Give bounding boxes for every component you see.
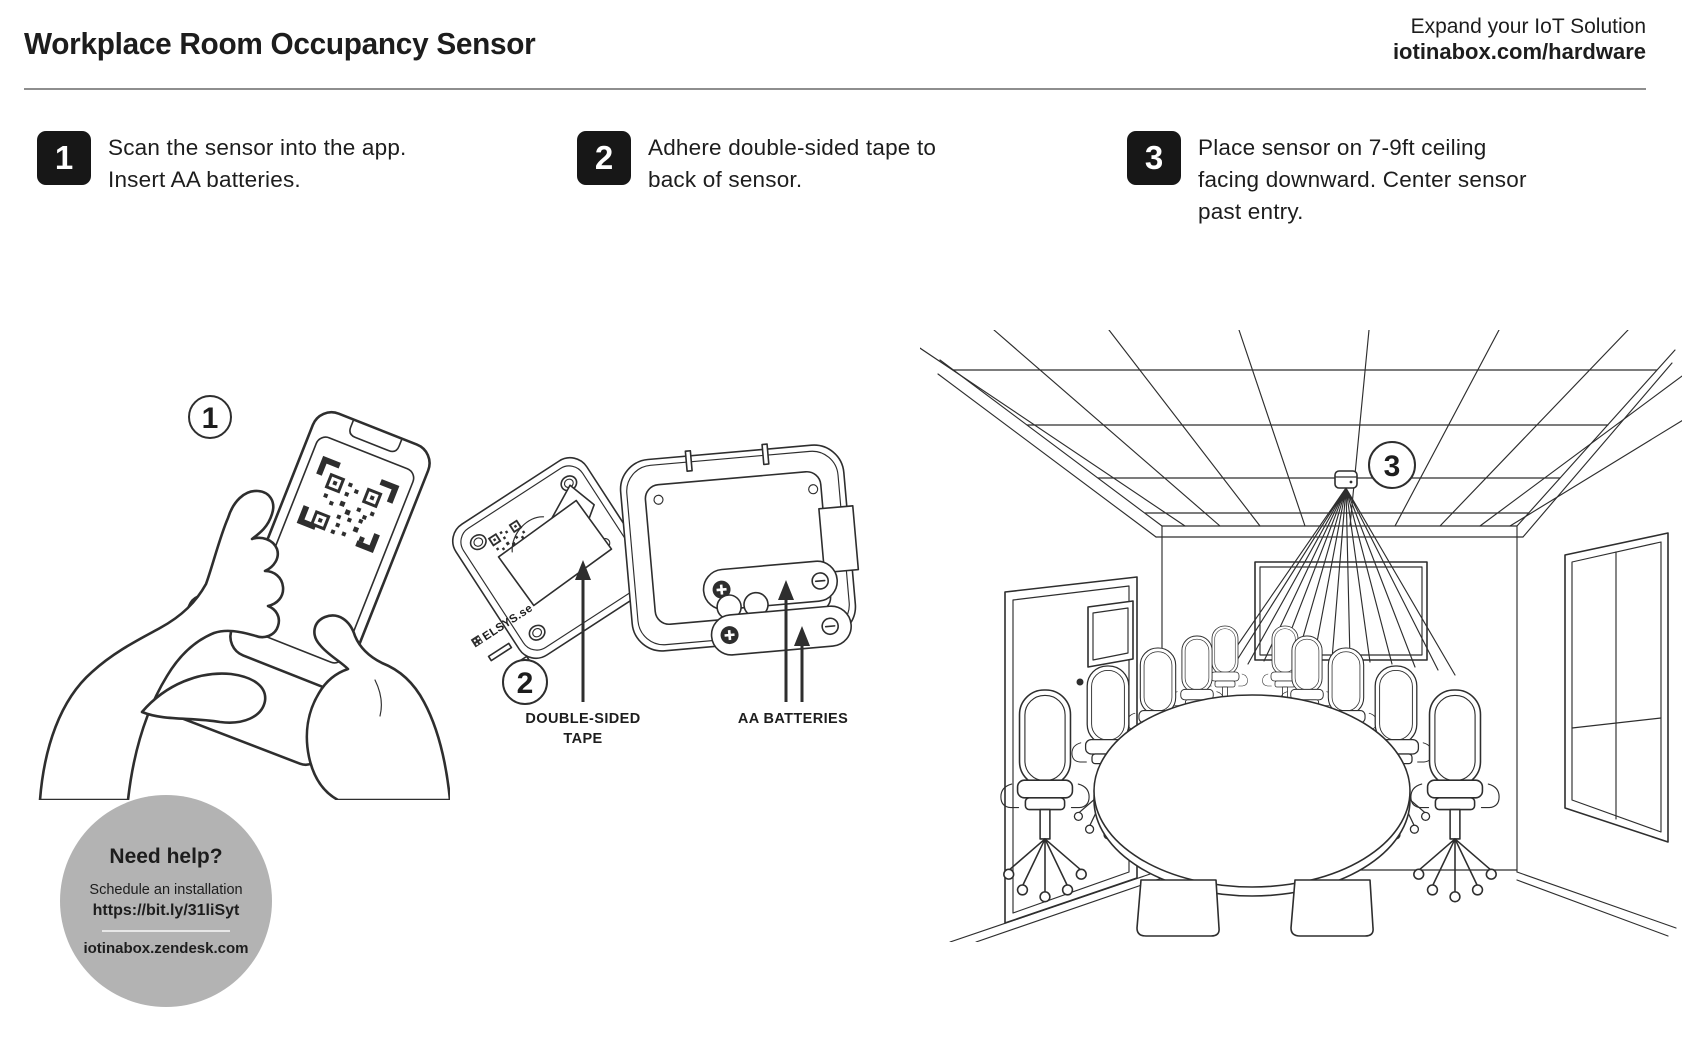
battery-compartment xyxy=(619,443,860,656)
conference-table xyxy=(1093,694,1411,937)
help-title: Need help? xyxy=(109,845,223,868)
battery-arrow-1 xyxy=(778,580,794,702)
table-pedestal xyxy=(1136,879,1220,937)
figure-3-badge: 3 xyxy=(1368,441,1416,489)
header-divider xyxy=(24,88,1646,90)
window xyxy=(1564,532,1669,843)
sensor-assembly-illustration: ELSYS.se xyxy=(430,420,870,760)
coverage-cone xyxy=(1216,487,1456,676)
qr-code xyxy=(296,455,400,554)
svg-text:2: 2 xyxy=(517,667,534,700)
phone-notch xyxy=(349,418,403,453)
table-pedestal xyxy=(1290,879,1374,937)
step-2: 2 Adhere double-sided tape to back of se… xyxy=(577,131,936,196)
step-1-text-line1: Scan the sensor into the app. xyxy=(108,135,407,160)
left-hand xyxy=(38,489,285,802)
step-3-text-line2: facing downward. Center sensor xyxy=(1198,167,1527,192)
step-3-text-line1: Place sensor on 7-9ft ceiling xyxy=(1198,135,1487,160)
conference-room-illustration: 3 xyxy=(892,329,1682,943)
step-2-text-line1: Adhere double-sided tape to xyxy=(648,135,937,160)
door-knob xyxy=(1076,678,1084,686)
battery-label: AA BATTERIES xyxy=(738,711,848,727)
finger-crease xyxy=(374,679,382,717)
header-tagline: Expand your IoT Solution xyxy=(1410,15,1646,38)
double-sided-tape xyxy=(497,484,613,607)
tape-arrow xyxy=(575,560,591,702)
figure-1-badge: 1 xyxy=(188,395,232,439)
page-title: Workplace Room Occupancy Sensor xyxy=(24,26,536,61)
step-2-number-badge: 2 xyxy=(577,131,631,185)
svg-text:3: 3 xyxy=(1384,450,1401,483)
step-2-text-line2: back of sensor. xyxy=(648,167,803,192)
figure-2-badge: 2 xyxy=(502,659,548,705)
right-hand xyxy=(305,614,452,802)
help-support-url: iotinabox.zendesk.com xyxy=(83,940,249,957)
step-3-number-badge: 3 xyxy=(1127,131,1181,185)
help-divider xyxy=(102,930,230,932)
help-install-link: https://bit.ly/31liSyt xyxy=(92,902,240,919)
svg-text:1: 1 xyxy=(202,402,219,435)
step-1: 1 Scan the sensor into the app. Insert A… xyxy=(37,131,407,196)
help-subtitle: Schedule an installation xyxy=(89,882,243,898)
tape-label-line1: DOUBLE-SIDED xyxy=(525,711,640,727)
aa-battery-2 xyxy=(710,605,852,656)
header-hardware-url: iotinabox.com/hardware xyxy=(1392,39,1646,64)
door-window xyxy=(1087,600,1134,668)
phone-scan-illustration: 1 xyxy=(30,380,452,802)
smartphone xyxy=(229,410,431,690)
elsys-logo-icon xyxy=(470,634,484,648)
step-1-number-badge: 1 xyxy=(37,131,91,185)
mount-tab xyxy=(761,443,770,466)
need-help-circle: Need help? Schedule an installation http… xyxy=(60,795,272,1007)
ceiling-grid xyxy=(892,329,1682,538)
mount-tab xyxy=(684,449,693,472)
viewfinder-brackets xyxy=(296,455,400,554)
step-3: 3 Place sensor on 7-9ft ceiling facing d… xyxy=(1127,131,1527,228)
connector-notch xyxy=(818,505,860,574)
battery-arrow-2 xyxy=(794,626,810,702)
step-1-text-line2: Insert AA batteries. xyxy=(108,167,301,192)
left-thumb xyxy=(140,672,267,724)
ceiling-sensor xyxy=(1334,470,1358,489)
tape-label-line2: TAPE xyxy=(563,731,602,747)
header-right: Expand your IoT Solution iotinabox.com/h… xyxy=(1393,14,1646,64)
step-3-text-line3: past entry. xyxy=(1198,199,1304,224)
